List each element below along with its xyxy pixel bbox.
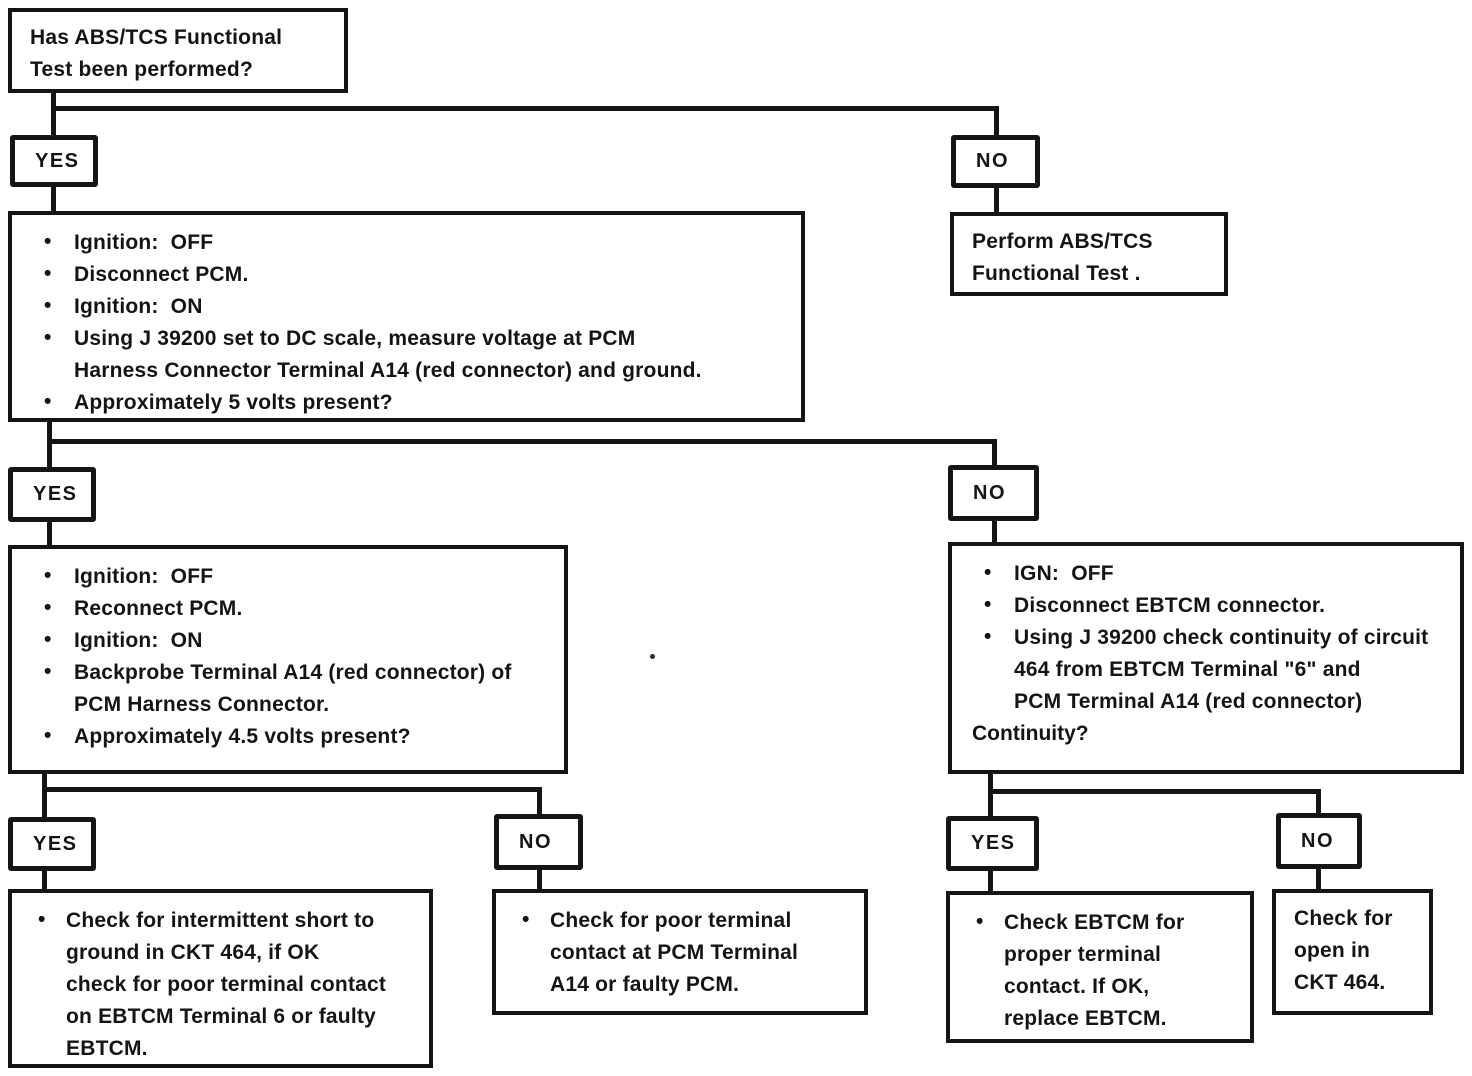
connector: [1316, 867, 1321, 890]
list-item: Approximately 5 volts present?: [12, 386, 801, 419]
list-item: Reconnect PCM.: [12, 592, 564, 625]
connector: [51, 106, 999, 111]
node-open-ckt464-text: Check for open in CKT 464.: [1294, 907, 1393, 994]
branch-no-1: NO: [951, 135, 1040, 188]
node-intermittent-short-list: Check for intermittent short to ground i…: [12, 904, 429, 1065]
connector: [47, 521, 52, 547]
branch-yes-4: YES: [946, 816, 1039, 871]
connector: [47, 420, 52, 469]
list-item: Backprobe Terminal A14 (red connector) o…: [12, 656, 564, 721]
list-item: Ignition: ON: [12, 624, 564, 657]
list-item: Ignition: ON: [12, 290, 801, 323]
connector: [1316, 789, 1321, 814]
list-item: Check for intermittent short to ground i…: [12, 904, 429, 1065]
node-continuity-check-question: Continuity?: [972, 722, 1089, 745]
list-item: Approximately 4.5 volts present?: [12, 720, 564, 753]
connector: [988, 772, 993, 816]
node-backprobe: Ignition: OFF Reconnect PCM. Ignition: O…: [8, 545, 568, 774]
list-item: Ignition: OFF: [12, 560, 564, 593]
connector: [47, 439, 997, 444]
list-item: Ignition: OFF: [12, 226, 801, 259]
node-question: Has ABS/TCS Functional Test been perform…: [8, 8, 348, 93]
branch-yes-3-label: YES: [33, 832, 78, 855]
connector: [994, 106, 999, 136]
node-perform-functional-test-text: Perform ABS/TCS Functional Test .: [972, 230, 1153, 285]
list-item: Check EBTCM for proper terminal contact.…: [950, 906, 1250, 1035]
branch-no-3-label: NO: [519, 830, 552, 853]
connector: [988, 789, 1321, 794]
branch-yes-2-label: YES: [33, 483, 78, 505]
list-item: Disconnect EBTCM connector.: [952, 589, 1460, 622]
list-item: Using J 39200 set to DC scale, measure v…: [12, 322, 801, 387]
node-measure-voltage: Ignition: OFF Disconnect PCM. Ignition: …: [8, 211, 805, 422]
connector: [537, 868, 542, 890]
branch-no-2-label: NO: [973, 481, 1006, 504]
connector: [42, 771, 47, 819]
branch-yes-4-label: YES: [971, 832, 1016, 854]
node-backprobe-list: Ignition: OFF Reconnect PCM. Ignition: O…: [12, 560, 564, 753]
node-measure-voltage-list: Ignition: OFF Disconnect PCM. Ignition: …: [12, 226, 801, 419]
connector: [992, 519, 997, 545]
connector: [537, 787, 542, 814]
branch-no-2: NO: [948, 465, 1039, 521]
node-question-text: Has ABS/TCS Functional Test been perform…: [30, 26, 283, 81]
branch-no-4-label: NO: [1301, 829, 1334, 852]
list-item: Using J 39200 check continuity of circui…: [952, 621, 1460, 718]
node-ebtcm-terminal-contact-list: Check EBTCM for proper terminal contact.…: [950, 906, 1250, 1035]
branch-no-1-label: NO: [976, 150, 1009, 172]
connector: [994, 186, 999, 214]
node-perform-functional-test: Perform ABS/TCS Functional Test .: [950, 212, 1228, 296]
connector: [988, 869, 993, 892]
connector: [51, 92, 56, 136]
list-item: IGN: OFF: [952, 557, 1460, 590]
branch-yes-3: YES: [8, 817, 96, 871]
branch-yes-2: YES: [8, 467, 96, 522]
node-continuity-check: IGN: OFF Disconnect EBTCM connector. Usi…: [948, 542, 1464, 774]
connector: [42, 787, 542, 792]
node-pcm-terminal-contact-list: Check for poor terminal contact at PCM T…: [496, 904, 864, 1001]
connector: [992, 439, 997, 467]
connector: [51, 185, 56, 213]
list-item: Check for poor terminal contact at PCM T…: [496, 904, 864, 1001]
node-continuity-check-list: IGN: OFF Disconnect EBTCM connector. Usi…: [952, 557, 1460, 718]
connector: [42, 869, 47, 890]
node-open-ckt464: Check for open in CKT 464.: [1272, 889, 1433, 1015]
branch-yes-1-label: YES: [35, 149, 80, 172]
list-item: Disconnect PCM.: [12, 258, 801, 291]
node-pcm-terminal-contact: Check for poor terminal contact at PCM T…: [492, 889, 868, 1015]
node-ebtcm-terminal-contact: Check EBTCM for proper terminal contact.…: [946, 891, 1254, 1043]
scan-speck: [650, 654, 655, 659]
node-intermittent-short: Check for intermittent short to ground i…: [8, 889, 433, 1068]
branch-yes-1: YES: [10, 135, 98, 187]
branch-no-3: NO: [494, 814, 583, 870]
branch-no-4: NO: [1276, 813, 1362, 869]
